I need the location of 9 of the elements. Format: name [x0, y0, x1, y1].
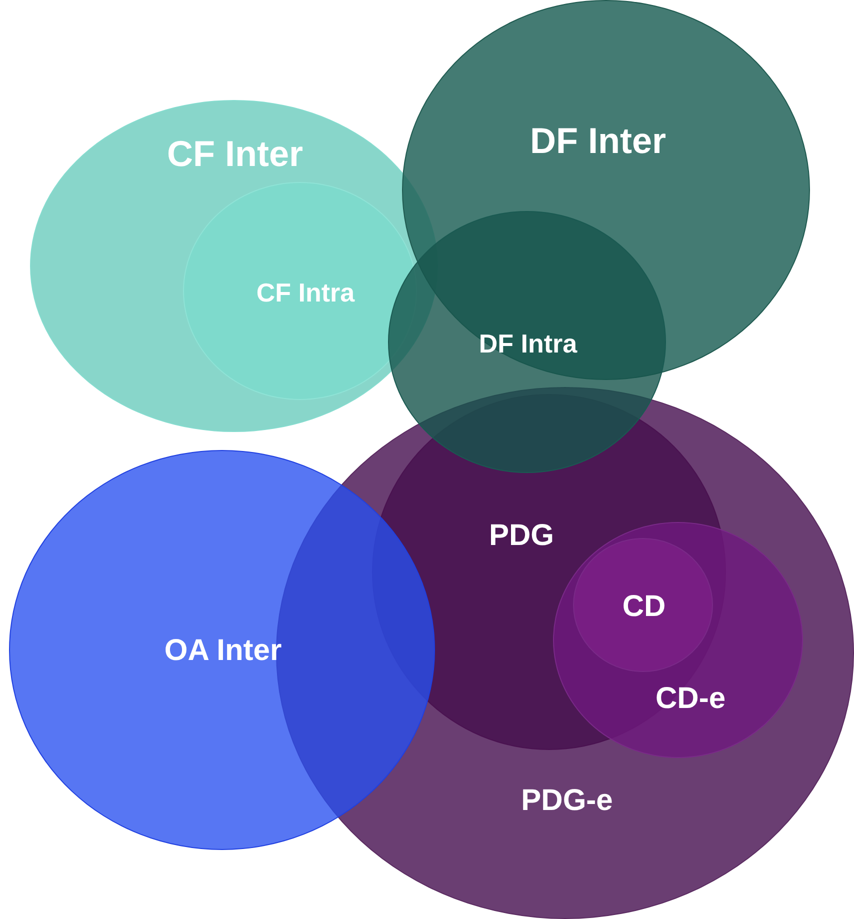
set-label: DF Intra: [478, 328, 578, 360]
set-label: CD: [622, 590, 666, 624]
set-label: CF Inter: [167, 133, 303, 175]
set-label: PDG-e: [521, 784, 613, 818]
set-label: PDG: [489, 518, 554, 552]
set-label: DF Inter: [530, 120, 666, 162]
set-label: CF Intra: [256, 277, 355, 308]
set-label: OA Inter: [164, 634, 282, 668]
set-label: CD-e: [656, 682, 726, 716]
